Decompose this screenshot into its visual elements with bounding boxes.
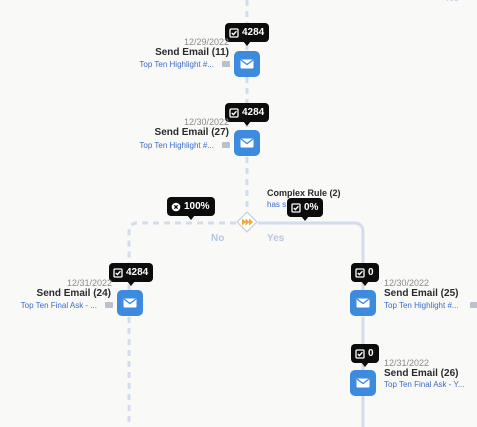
yes-percent-value: 0% xyxy=(304,202,319,213)
rule-title: Complex Rule (2) xyxy=(267,188,341,198)
node-date: 12/30/2022 xyxy=(384,278,430,288)
send-email-step-n2[interactable] xyxy=(234,130,260,156)
node-subtitle[interactable]: Top Ten Highlight #... xyxy=(139,141,214,150)
envelope-icon xyxy=(240,138,254,148)
node-title: Send Email (24) xyxy=(36,288,111,299)
node-date: 12/31/2022 xyxy=(384,358,430,368)
count-badge-n4: 0 xyxy=(351,263,379,286)
node-subtitle[interactable]: Top Ten Highlight #... xyxy=(139,60,214,69)
connector-yes-branch xyxy=(258,221,365,292)
count-badge-n5: 0 xyxy=(351,344,379,367)
count-badge-n1: 4284 xyxy=(225,23,270,46)
send-email-step-n3[interactable] xyxy=(117,290,143,316)
count-badge-n3: 4284 xyxy=(109,263,154,286)
check-square-icon xyxy=(355,348,365,359)
yes-branch-label: Yes xyxy=(267,233,285,244)
node-subtitle[interactable]: Top Ten Final Ask - Y... xyxy=(384,380,465,389)
check-square-icon xyxy=(355,267,365,278)
send-email-step-n1[interactable] xyxy=(234,51,260,77)
count-value: 4284 xyxy=(242,107,265,118)
send-email-step-n5[interactable] xyxy=(350,370,376,396)
count-value: 0 xyxy=(368,348,374,359)
envelope-icon xyxy=(123,298,137,308)
node-subtitle[interactable]: Top Ten Final Ask - ... xyxy=(20,301,97,310)
count-value: 4284 xyxy=(242,27,265,38)
no-branch-label: No xyxy=(211,233,225,244)
check-square-icon xyxy=(291,202,301,213)
rule-diamond[interactable] xyxy=(236,211,258,233)
node-title: Send Email (27) xyxy=(154,127,229,138)
envelope-icon xyxy=(356,378,370,388)
top-cut-label: No xyxy=(446,0,459,4)
envelope-icon xyxy=(240,59,254,69)
no-percent-badge: 100% xyxy=(167,197,215,220)
check-square-icon xyxy=(113,267,123,278)
check-square-icon xyxy=(229,107,239,118)
x-circle-icon xyxy=(171,202,181,212)
count-badge-n2: 4284 xyxy=(225,103,270,126)
camera-icon xyxy=(222,61,230,67)
node-title: Send Email (11) xyxy=(155,47,229,58)
count-value: 4284 xyxy=(126,267,149,278)
node-date: 12/30/2022 xyxy=(183,117,229,127)
check-square-icon xyxy=(229,27,239,38)
node-title: Send Email (26) xyxy=(384,368,459,379)
node-subtitle[interactable]: Top Ten Highlight #... xyxy=(384,301,459,310)
send-email-step-n4[interactable] xyxy=(350,290,376,316)
count-value: 0 xyxy=(368,267,374,278)
node-date: 12/29/2022 xyxy=(183,37,229,47)
envelope-icon xyxy=(356,298,370,308)
node-title: Send Email (25) xyxy=(384,288,459,299)
double-chevron-icon xyxy=(242,218,253,226)
node-date: 12/31/2022 xyxy=(66,278,112,288)
camera-icon xyxy=(222,142,230,148)
camera-icon xyxy=(105,302,113,308)
yes-percent-badge: 0% xyxy=(287,198,324,221)
no-percent-value: 100% xyxy=(184,201,210,212)
connector-no-branch xyxy=(127,221,236,292)
rule-subtitle[interactable]: has s…ns xyxy=(267,200,303,209)
camera-icon xyxy=(470,302,477,308)
